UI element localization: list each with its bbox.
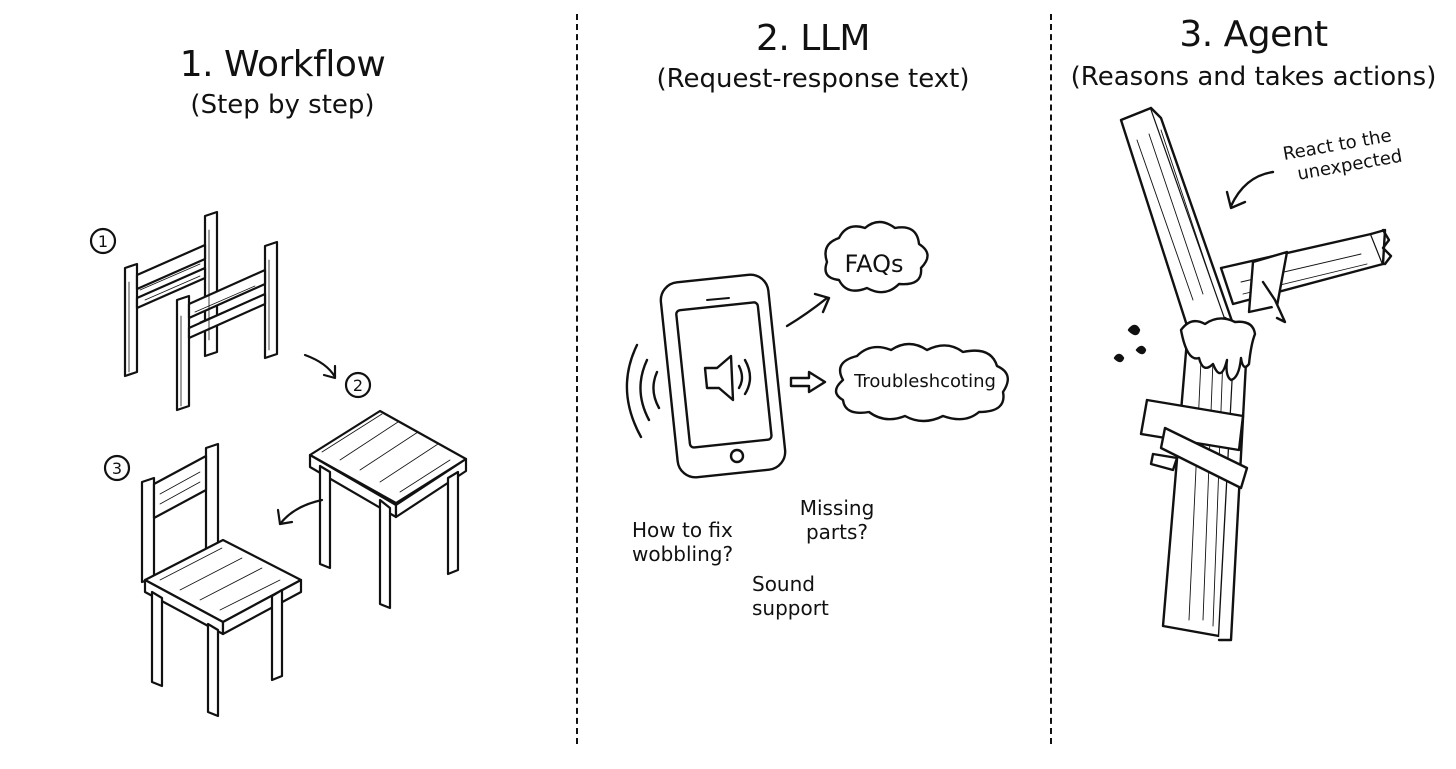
workflow-panel: 1. Workflow (Step by step) [0,0,575,769]
agent-illustration: React to the unexpected [1113,106,1404,642]
note-sound-support: Sound support [752,572,829,620]
panel-divider-left [576,14,578,744]
step-marker-3 [103,454,131,482]
panel-divider-right [1050,14,1052,744]
troubleshooting-bubble [834,342,1009,423]
broken-wood-beam-drawing [1113,106,1393,642]
sound-waves-icon [625,343,661,439]
llm-subtitle: (Request-response text) [656,64,970,94]
faq-label: FAQs [845,250,904,278]
agent-title: 3. Agent [1179,14,1328,55]
stool-drawing [308,409,468,610]
step-marker-2 [344,371,372,399]
arrow-icon [303,353,337,380]
note-wobbling: How to fix wobbling? [632,518,734,566]
tape-icon [1139,250,1289,490]
llm-title: 2. LLM [756,18,870,59]
speaker-icon [703,354,752,402]
faq-bubble [824,220,929,294]
agent-panel: 3. Agent (Reasons and takes actions) [1051,0,1456,769]
note-missing-parts: Missing parts? [799,496,875,544]
step-number: 1 [98,232,108,251]
arrow-icon [1225,170,1275,210]
agent-subtitle: (Reasons and takes actions) [1070,62,1437,92]
workflow-title: 1. Workflow [179,44,386,85]
arrow-icon [276,498,324,526]
step-number: 2 [353,376,363,395]
arrow-icon [785,292,831,328]
agent-annotation: React to the unexpected [1281,124,1404,187]
step-number: 3 [112,459,122,478]
workflow-subtitle: (Step by step) [190,90,375,120]
step-marker-1 [89,227,117,255]
llm-panel: 2. LLM (Request-response text) [577,0,1049,769]
llm-illustration: FAQs Troubleshcoting [625,220,1009,479]
chair-drawing [140,442,303,718]
arrow-icon [789,370,827,394]
workflow-illustration: 1 2 3 [89,210,468,718]
troubleshooting-label: Troubleshcoting [853,371,996,392]
chair-frame-drawing [123,210,279,412]
